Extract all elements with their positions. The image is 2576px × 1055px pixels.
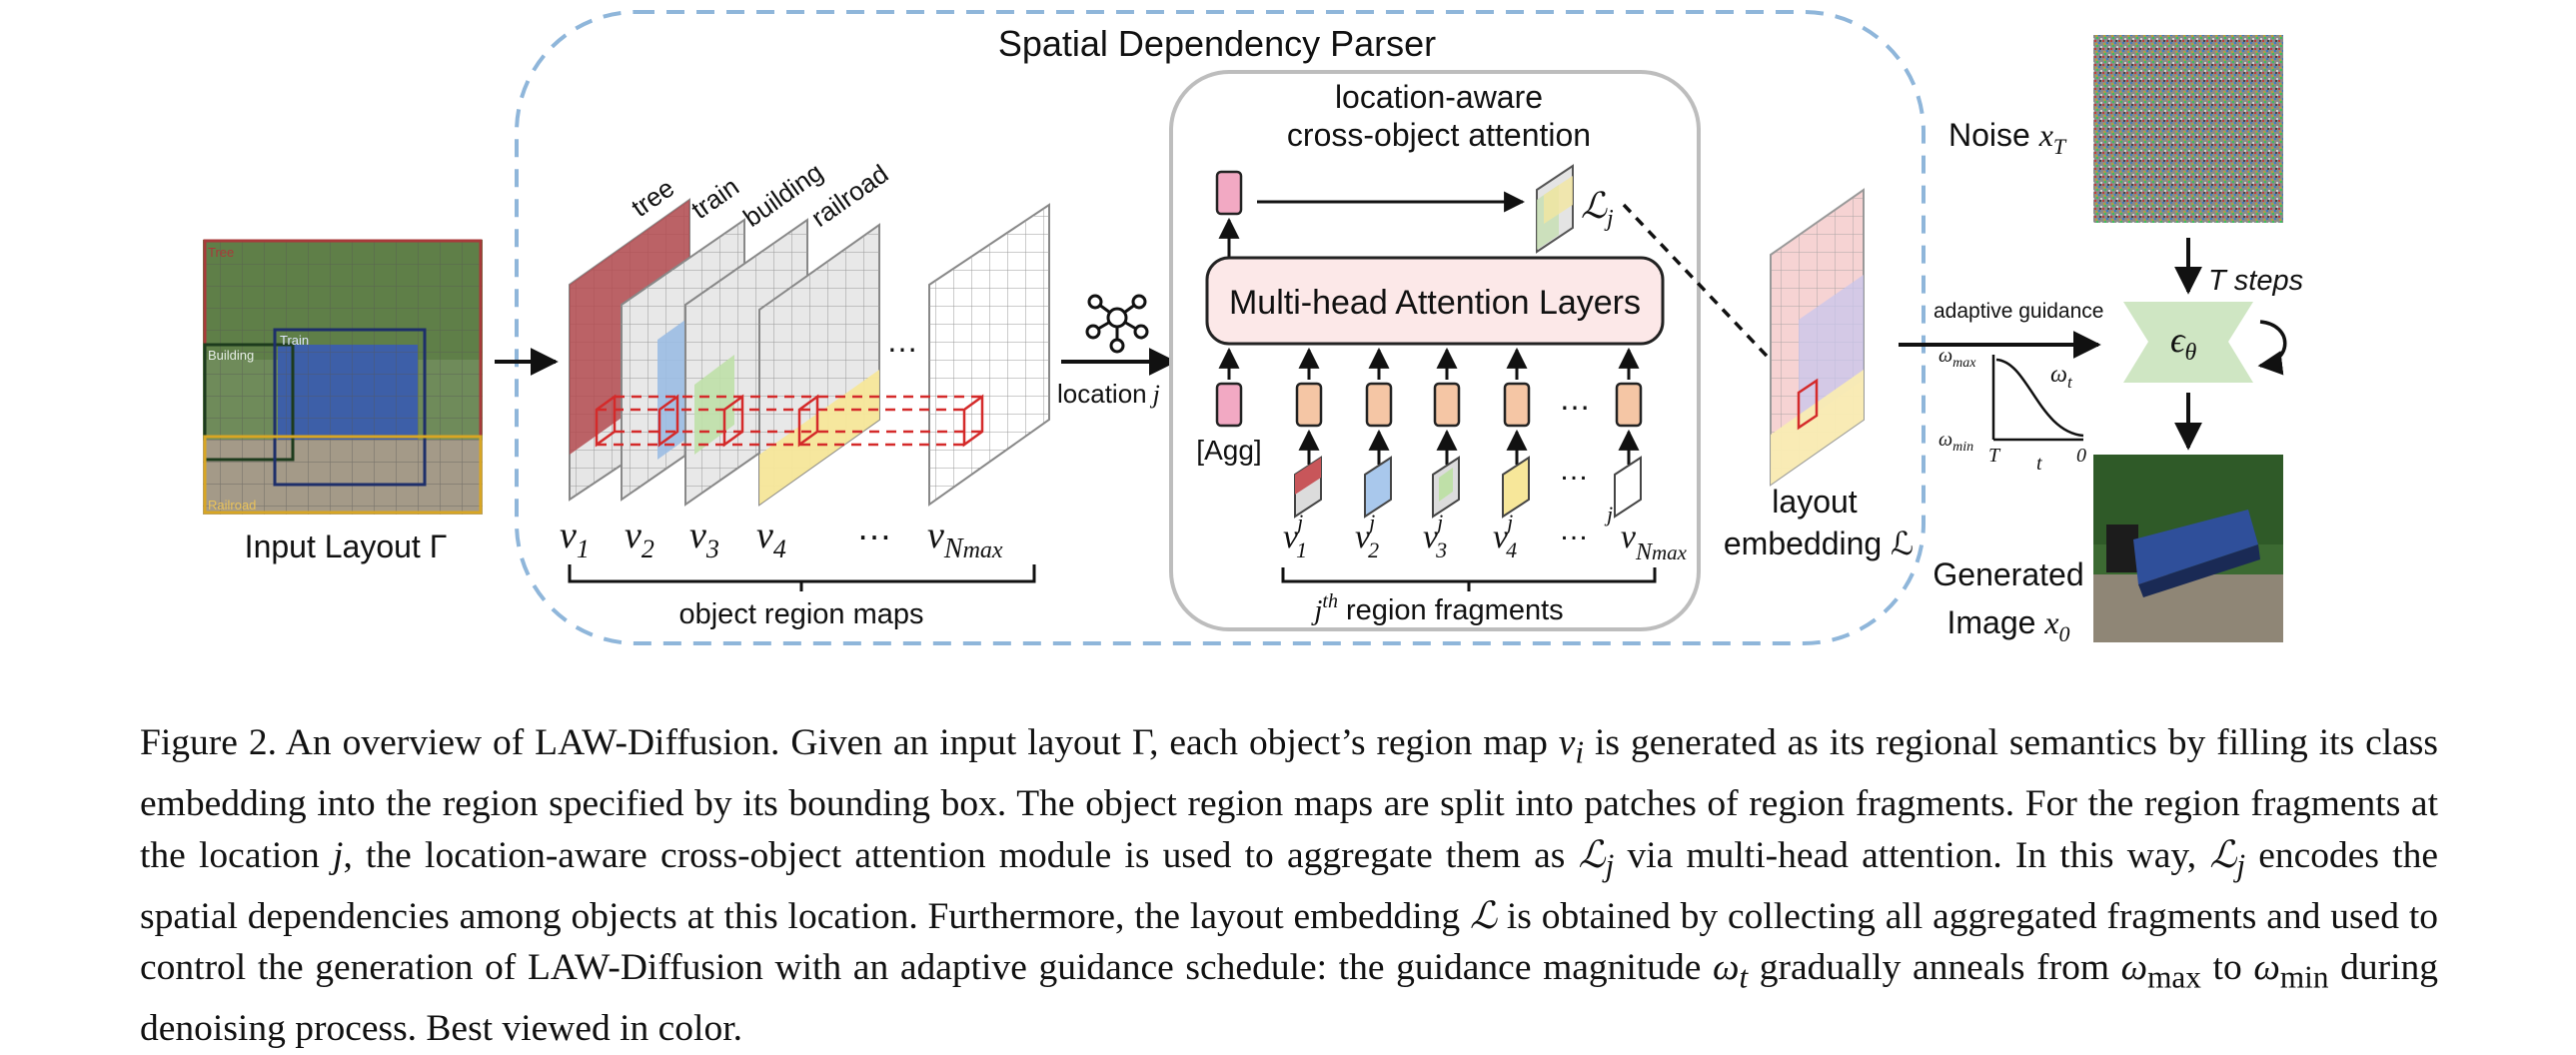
parser-title-bg <box>954 18 1484 58</box>
vN-label: vNmax <box>927 515 1003 564</box>
token-ellipsis: … <box>1559 381 1591 417</box>
input-box-railroad <box>203 435 483 515</box>
fragment-1 <box>1294 456 1322 519</box>
adaptive-guidance-label: adaptive guidance <box>1933 300 2103 323</box>
fragment-ellipsis-top: … <box>1559 454 1589 487</box>
axis-t: t <box>2036 453 2042 475</box>
region-map-layer-4 <box>758 223 880 507</box>
lj-to-embedding-arrow <box>1622 203 1801 392</box>
token-3 <box>1433 382 1461 428</box>
overview-figure: Spatial Dependency Parser Tree Building … <box>203 10 2303 646</box>
v-ellipsis: … <box>856 507 892 547</box>
t-steps-label: T steps <box>2208 265 2303 297</box>
v3-label: v3 <box>689 515 719 563</box>
figure-caption: Figure 2. An overview of LAW-Diffusion. … <box>140 722 2439 1049</box>
eps-theta-block <box>2123 302 2253 383</box>
layout-embedding-label-1: layout <box>1772 484 1858 520</box>
fragments-brace <box>1281 567 1657 591</box>
fragment-2 <box>1364 456 1392 519</box>
v2-label: v2 <box>625 515 654 563</box>
fragment-N <box>1614 456 1642 519</box>
input-box-building <box>203 343 295 462</box>
mha-label: Multi-head Attention Layers <box>1229 284 1641 322</box>
lj-fragment-icon <box>1536 164 1574 254</box>
input-layout-grid <box>203 240 483 515</box>
generated-label-2: Image x0 <box>1946 604 2069 646</box>
agg-output-token <box>1215 170 1243 216</box>
generated-label-1: Generated <box>1932 556 2083 592</box>
mha-box <box>1205 256 1665 346</box>
fragment-4 <box>1502 456 1530 519</box>
fragment-label-1: v1j <box>1283 510 1307 562</box>
input-box-label-tree: Tree <box>208 245 234 260</box>
input-box-train <box>273 328 427 487</box>
loop-arrow-icon <box>2257 320 2287 376</box>
token-N <box>1615 382 1643 428</box>
lj-label: ℒj <box>1581 186 1614 232</box>
input-layout: Tree Building Train Railroad <box>203 239 483 515</box>
token-4 <box>1503 382 1531 428</box>
fragment-label-N: vNmaxj <box>1604 502 1688 565</box>
token-1 <box>1295 382 1323 428</box>
schedule-plot <box>1991 355 2084 442</box>
graph-hub-icon <box>1085 294 1149 354</box>
input-box-label-train: Train <box>280 333 309 348</box>
fragment-label-2: v2j <box>1355 510 1379 562</box>
fragment-label-4: v4j <box>1493 510 1517 562</box>
v4-label: v4 <box>756 515 786 563</box>
v1-label: v1 <box>560 515 590 563</box>
location-fragment-tube <box>595 394 984 448</box>
input-layout-label: Input Layout Γ <box>245 528 448 564</box>
axis-0: 0 <box>2076 445 2086 467</box>
layer-ellipsis: … <box>886 323 918 359</box>
layer-label-train: train <box>685 171 744 225</box>
fragment-token-arrows <box>1298 429 1640 465</box>
input-box-label-railroad: Railroad <box>208 498 256 513</box>
attention-title-2: cross-object attention <box>1287 117 1591 153</box>
wmax-label: ωmax <box>1938 345 1976 371</box>
input-box-label-building: Building <box>208 348 254 363</box>
generated-image <box>2093 455 2283 642</box>
layout-embedding-label-2: embedding ℒ <box>1724 526 1914 561</box>
token-2 <box>1365 382 1393 428</box>
layout-embedding-map <box>1770 188 1865 487</box>
fragment-ellipsis-bottom: … <box>1559 514 1589 546</box>
fragment-3 <box>1432 456 1460 519</box>
attention-title-1: location-aware <box>1335 79 1543 115</box>
wmin-label: ωmin <box>1938 429 1973 455</box>
parser-title: Spatial Dependency Parser <box>998 23 1436 64</box>
eps-theta-label: ϵθ <box>2170 320 2197 366</box>
object-region-brace <box>568 564 1036 591</box>
agg-label: [Agg] <box>1196 435 1261 466</box>
parser-frame <box>515 10 1926 645</box>
mha-input-arrows <box>1218 347 1640 380</box>
noise-label: Noise xT <box>1948 117 2067 159</box>
axis-T: T <box>1988 445 2001 467</box>
object-region-label: object region maps <box>678 598 923 630</box>
fragment-label-3: v3j <box>1423 510 1447 562</box>
agg-token <box>1215 382 1243 428</box>
region-map-layer-N <box>928 203 1050 507</box>
wt-label: ωt <box>2050 362 2073 392</box>
fragments-label: jth region fragments <box>1310 590 1563 626</box>
noise-image <box>2093 35 2283 223</box>
